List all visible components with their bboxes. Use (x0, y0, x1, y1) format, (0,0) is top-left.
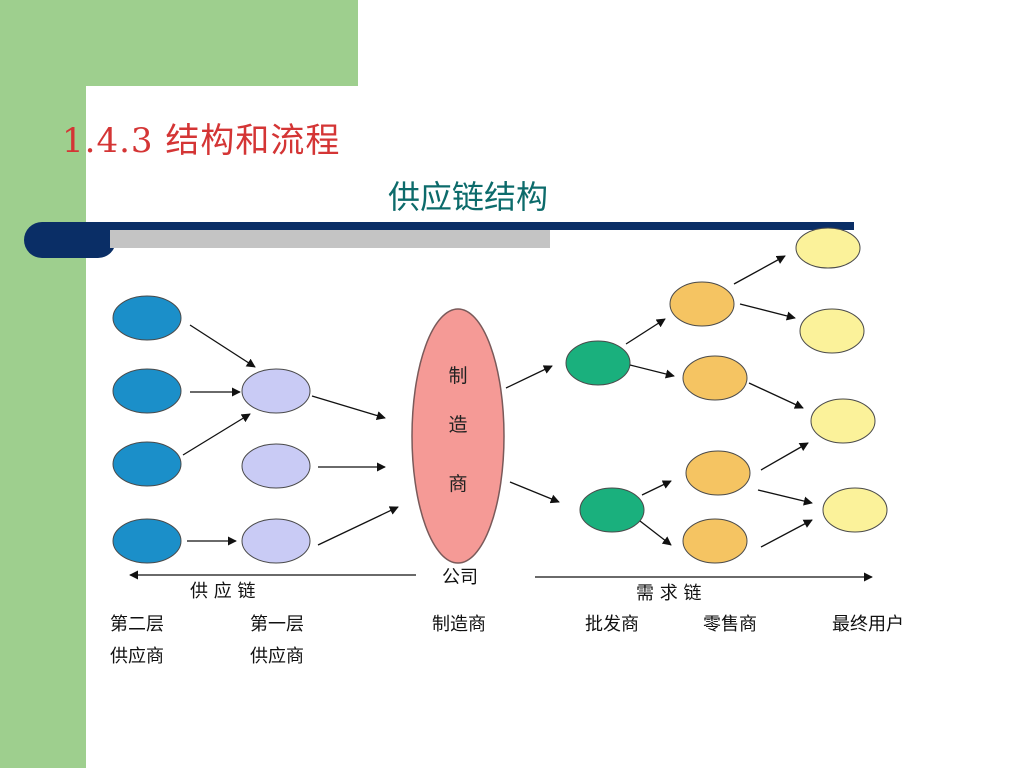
flow-arrow (629, 364, 675, 379)
manufacturer-node (411, 308, 505, 564)
legend-tier2-suffix: 供应商 (110, 646, 164, 667)
wholesaler-node (565, 340, 631, 386)
tier2-supplier-node (112, 441, 182, 487)
wholesaler-node (579, 487, 645, 533)
flow-arrow (739, 303, 796, 321)
end-user-node (795, 227, 861, 269)
legend-manufacturer: 制造商 (432, 614, 486, 635)
company-label: 公司 (442, 567, 478, 588)
flow-arrow (509, 481, 560, 504)
tier2-supplier-group (112, 295, 182, 564)
flow-arrow (757, 489, 813, 506)
manufacturer-char: 造 (448, 414, 467, 436)
legend-tier2: 第二层 (110, 614, 164, 635)
legend-retailer: 零售商 (703, 614, 757, 635)
flow-arrow (760, 442, 809, 471)
tier1-supplier-node (241, 443, 311, 489)
title-bar-shadow (110, 230, 550, 248)
retailer-group (669, 281, 751, 564)
flow-arrow (311, 395, 386, 420)
legend-wholesaler: 批发商 (585, 614, 639, 635)
flow-arrow-group (182, 255, 813, 548)
flow-arrow (748, 382, 804, 409)
flow-arrow (639, 520, 672, 546)
slide-subtitle: 供应链结构 (388, 178, 549, 216)
end-user-group (795, 227, 888, 533)
flow-arrow (760, 519, 813, 548)
retailer-node (685, 450, 751, 496)
flow-arrow (189, 324, 256, 368)
section-heading: 1.4.3 结构和流程 (62, 121, 341, 161)
wholesaler-group (565, 340, 645, 533)
flow-arrow (733, 255, 786, 285)
end-user-node (822, 487, 888, 533)
manufacturer-char: 商 (448, 473, 467, 495)
tier2-supplier-node (112, 368, 182, 414)
legend-tier1-suffix: 供应商 (250, 646, 304, 667)
manufacturer-char: 制 (448, 365, 467, 387)
flow-arrow (505, 365, 553, 389)
retailer-node (669, 281, 735, 327)
flow-arrow (641, 480, 672, 496)
retailer-node (682, 355, 748, 401)
tier2-supplier-node (112, 518, 182, 564)
retailer-node (682, 518, 748, 564)
flow-arrow (182, 413, 251, 456)
end-user-node (799, 308, 865, 354)
green-sidebar-decoration (0, 0, 86, 768)
tier1-supplier-node (241, 518, 311, 564)
supply-chain-label: 供 应 链 (190, 581, 255, 602)
legend-tier1: 第一层 (250, 614, 304, 635)
demand-chain-label: 需 求 链 (636, 583, 701, 604)
title-bar-line (84, 222, 854, 230)
legend-end-user: 最终用户 (832, 614, 904, 635)
tier2-supplier-node (112, 295, 182, 341)
tier1-supplier-group (241, 368, 311, 564)
tier1-supplier-node (241, 368, 311, 414)
end-user-node (810, 398, 876, 444)
manufacturer-group: 制 造 商 (411, 308, 505, 564)
flow-arrow (625, 318, 666, 345)
green-top-decoration (0, 0, 358, 86)
flow-arrow (317, 506, 399, 546)
